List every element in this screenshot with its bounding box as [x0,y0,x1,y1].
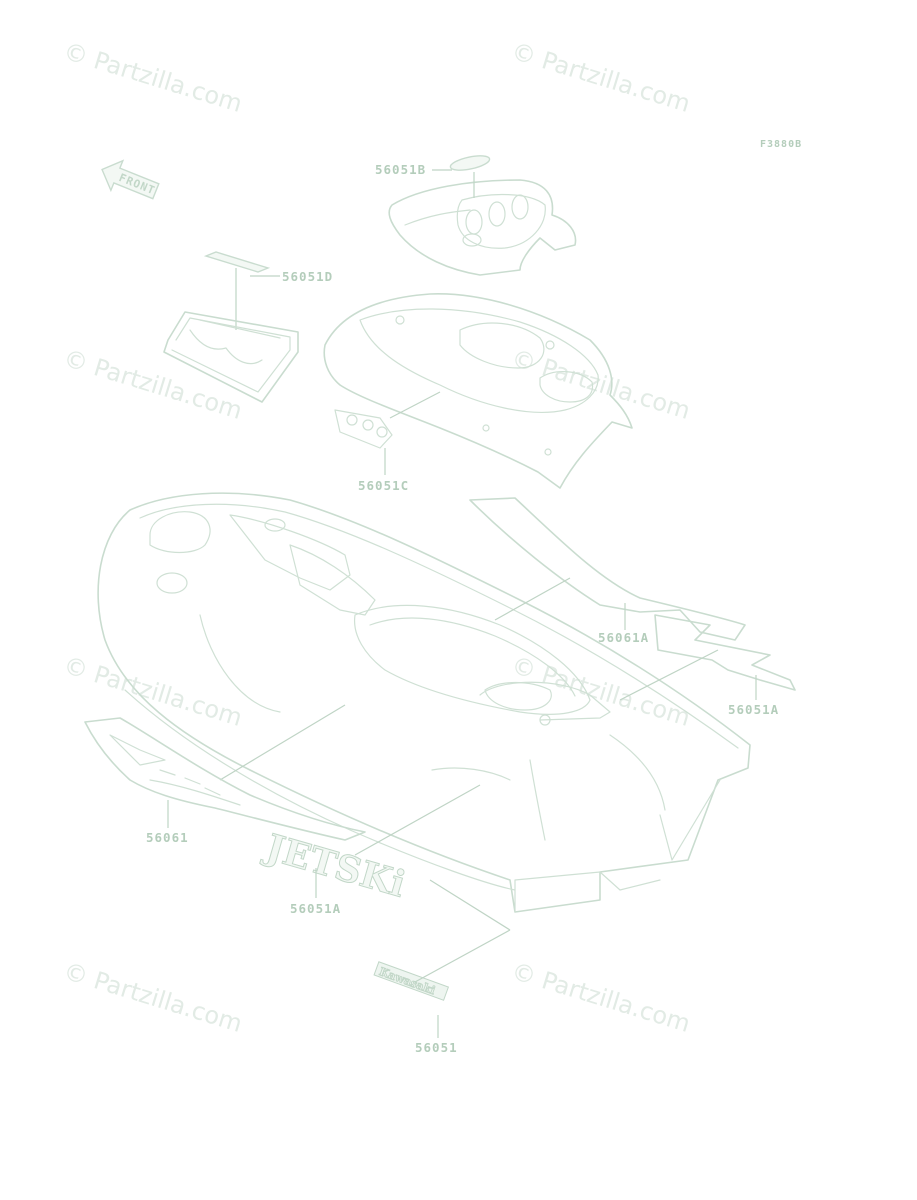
right-side-decals: 56061A 56051A [469,497,796,717]
callout-56061a: 56061A [598,630,649,645]
callout-56051: 56051 [415,1040,458,1055]
callout-56061: 56061 [146,830,189,845]
watermark: © Partzilla.com [508,957,693,1038]
callout-56051c: 56051C [358,478,409,493]
middle-cover-part: 56051C [323,293,633,493]
watermark: © Partzilla.com [508,651,693,732]
glove-box-lid-part: 56051D [163,251,333,403]
watermark: © Partzilla.com [60,957,245,1038]
watermark: © Partzilla.com [508,37,693,118]
decal-56051b-shape [449,155,491,171]
kawasaki-logo-text: Kawasaki [377,965,436,997]
callout-56051a-left: 56051A [290,901,341,916]
watermark: © Partzilla.com [60,651,245,732]
left-side-decal: 56061 [84,717,366,845]
watermark: © Partzilla.com [60,37,245,118]
decal-56051d-shape [203,251,271,273]
hull-body-part [97,492,751,931]
jetski-decal: JETSKi 56051A [258,825,410,916]
callout-56051d: 56051D [282,269,333,284]
upper-cover-part: 56051B [375,155,577,276]
callout-56051b: 56051B [375,162,426,177]
front-arrow-icon: FRONT [101,159,160,200]
figure-ref-code: F3880B [760,139,802,150]
callout-56051a-right: 56051A [728,702,779,717]
watermark: © Partzilla.com [60,344,245,425]
kawasaki-decal: Kawasaki 56051 [373,929,511,1055]
